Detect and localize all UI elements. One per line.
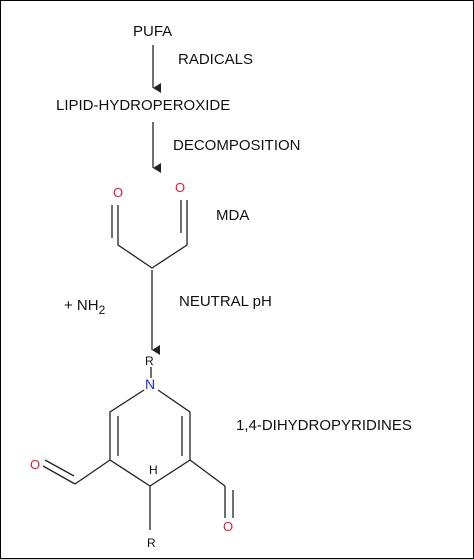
atom-n: N <box>145 376 156 392</box>
label-pufa: PUFA <box>133 23 173 40</box>
label-product: 1,4-DIHYDROPYRIDINES <box>236 417 412 434</box>
atom-o-right-top: O <box>175 180 186 195</box>
label-nh2: + NH2 <box>64 297 105 316</box>
label-radicals: RADICALS <box>178 51 254 68</box>
atom-r-top: R <box>145 354 154 368</box>
label-lipid-hydroperoxide: LIPID-HYDROPEROXIDE <box>56 97 231 114</box>
atom-o-left-top: O <box>113 185 124 200</box>
mda-structure <box>111 200 188 269</box>
atom-h: H <box>149 463 158 477</box>
label-nh2-subscript: 2 <box>98 303 106 317</box>
atom-o-left-bottom: O <box>30 457 41 472</box>
label-decomposition: DECOMPOSITION <box>173 137 301 154</box>
atom-r-bottom: R <box>147 536 156 550</box>
dihydropyridine-structure <box>42 367 234 530</box>
label-mda: MDA <box>216 207 250 224</box>
atom-o-right-bottom: O <box>223 519 234 534</box>
label-neutral-ph: NEUTRAL pH <box>179 293 272 310</box>
label-nh2-text: + NH <box>64 297 99 314</box>
